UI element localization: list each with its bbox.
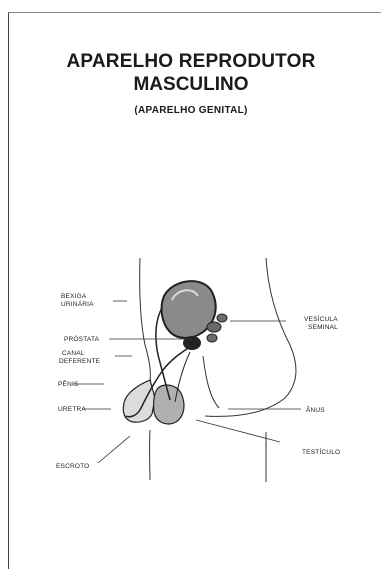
penis-scrotum (123, 380, 184, 424)
label-vesicula-2: SEMINAL (308, 324, 338, 331)
rectum-line (203, 356, 219, 408)
leader-escroto (98, 436, 130, 463)
testis-shape (154, 385, 184, 424)
label-canal-1: CANAL (62, 350, 85, 357)
label-escroto: ESCROTO (56, 463, 89, 470)
label-bexiga-2: URINÁRIA (61, 299, 94, 308)
abdomen-line (140, 258, 151, 382)
label-testiculo: TESTÍCULO (302, 447, 340, 456)
label-canal-2: DEFERENTE (59, 358, 101, 365)
leader-testiculo (196, 420, 280, 442)
prostate-shape (183, 336, 201, 350)
buttock-line (205, 258, 296, 416)
label-anus: ÂNUS (306, 405, 325, 414)
label-bexiga-1: BEXIGA (61, 293, 87, 300)
label-prostata: PRÓSTATA (64, 334, 100, 343)
label-uretra: URETRA (58, 406, 86, 413)
label-vesicula-1: VESÍCULA (304, 314, 338, 323)
penis-shape (123, 380, 155, 422)
label-penis: PÊNIS (58, 379, 79, 388)
